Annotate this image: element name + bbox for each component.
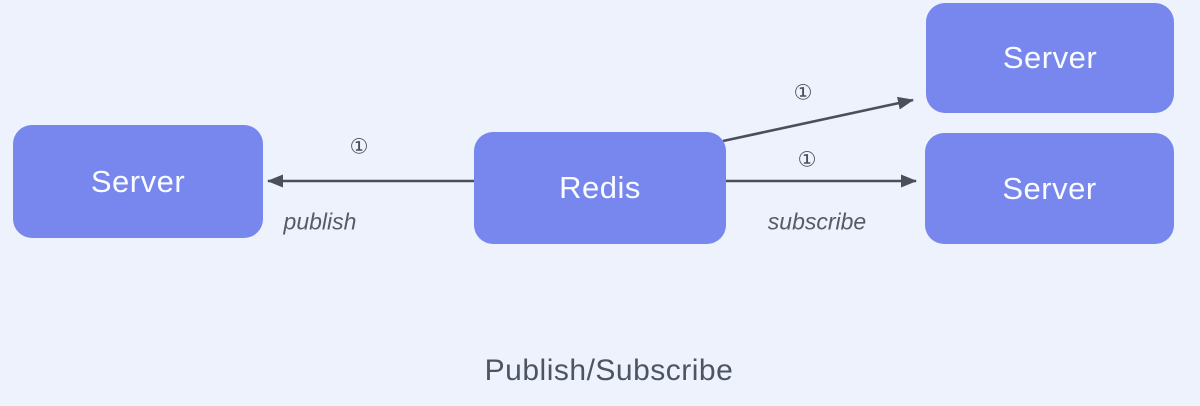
diagram-title: Publish/Subscribe (484, 354, 734, 387)
subscribe-top-step-badge: ① (793, 81, 813, 105)
publish-edge-label: publish (283, 208, 357, 235)
node-redis-label: Redis (559, 170, 641, 205)
node-server-left-label: Server (90, 163, 186, 199)
subscribe-edge-label: subscribe (767, 208, 867, 235)
node-server-bottom-right: Server (925, 133, 1174, 244)
node-server-top-right: Server (926, 3, 1174, 113)
node-server-bottom-right-label: Server (1002, 170, 1097, 206)
node-redis: Redis (474, 132, 726, 244)
node-server-top-right-label: Server (1002, 40, 1098, 75)
subscribe-arrow-top (722, 96, 914, 143)
publish-step-badge: ① (349, 135, 369, 159)
node-server-left: Server (13, 125, 263, 238)
subscribe-bottom-step-badge: ① (797, 148, 817, 172)
